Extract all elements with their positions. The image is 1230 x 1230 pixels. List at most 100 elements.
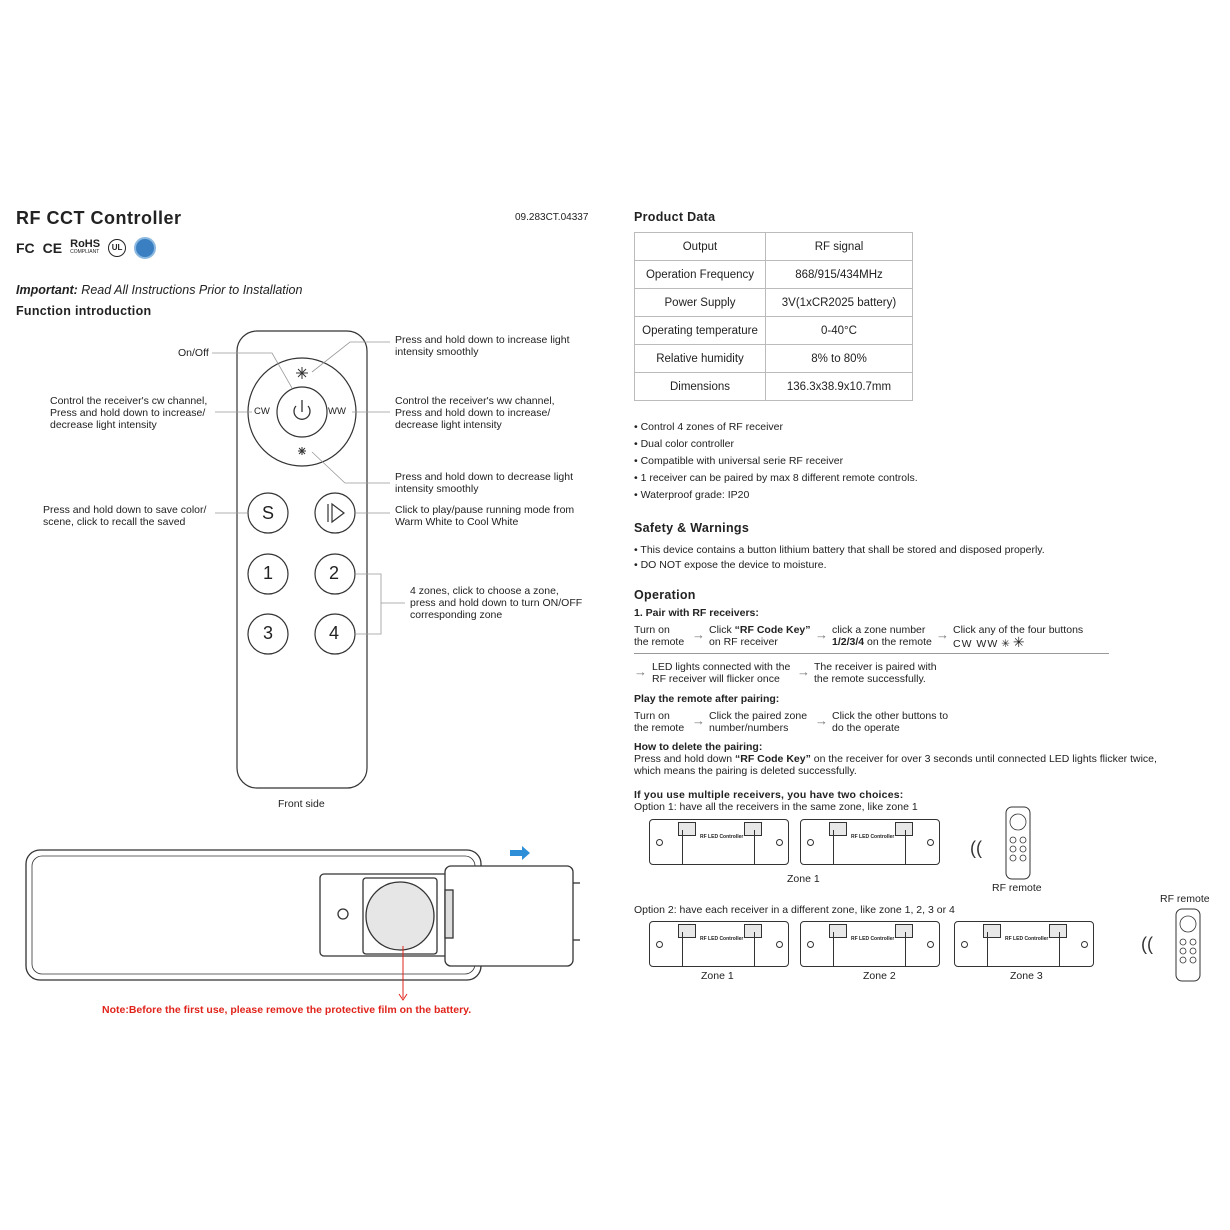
power-icon — [293, 400, 311, 420]
battery-cover — [444, 865, 574, 967]
slide-arrow-icon — [510, 846, 530, 860]
important-note: Important: Read All Instructions Prior t… — [16, 283, 303, 297]
zone1-button — [247, 553, 289, 595]
divider — [634, 653, 1109, 654]
ww-button-label: WW — [328, 406, 346, 417]
list-item: Compatible with universal serie RF recei… — [634, 453, 918, 470]
play-step-3: Click the other buttons to do the operat… — [832, 710, 949, 734]
safety-title: Safety & Warnings — [634, 521, 750, 535]
callout-scene: Press and hold down to save color/ scene… — [43, 504, 207, 528]
list-item: 1 receiver can be paired by max 8 differ… — [634, 470, 918, 487]
list-item: This device contains a button lithium ba… — [634, 543, 1044, 558]
brightness-down-icon: ✳ — [1001, 638, 1010, 650]
arrow-icon: → — [692, 627, 705, 642]
arrow-icon: → — [936, 627, 949, 642]
multi-title: If you use multiple receivers, you have … — [634, 789, 904, 801]
pair-step-2: Click “RF Code Key”on RF receiver — [709, 624, 811, 648]
callout-increase: Press and hold down to increase light in… — [395, 334, 570, 358]
pair-step-4: Click any of the four buttons CW WW ✳ ✳ — [953, 624, 1084, 650]
list-item: Waterproof grade: IP20 — [634, 487, 918, 504]
list-item: Control 4 zones of RF receiver — [634, 419, 918, 436]
list-item: Dual color controller — [634, 436, 918, 453]
feature-list: Control 4 zones of RF receiver Dual colo… — [634, 419, 918, 504]
arrow-icon: → — [692, 713, 705, 728]
operation-title: Operation — [634, 588, 696, 602]
delete-text: Press and hold down “RF Code Key” on the… — [634, 753, 1157, 777]
cert-row: FC CE RoHS COMPLIANT UL — [16, 237, 157, 259]
zone2-label: 2 — [329, 563, 340, 583]
arrow-icon: → — [815, 713, 828, 728]
callout-ww: Control the receiver's ww channel, Press… — [395, 395, 555, 431]
callout-decrease: Press and hold down to decrease light in… — [395, 471, 574, 495]
rf-remote-label: RF remote — [992, 882, 1042, 894]
zone3-button — [247, 613, 289, 655]
function-title: Function introduction — [16, 304, 152, 318]
callout-cw: Control the receiver's cw channel, Press… — [50, 395, 208, 431]
play-button — [314, 492, 356, 534]
play-pause-icon — [327, 502, 345, 524]
rf-remote-icon — [1005, 806, 1031, 880]
receiver-device: RF LED Controller — [800, 819, 940, 865]
zone3-caption: Zone 3 — [1010, 970, 1043, 982]
play-step-2: Click the paired zone number/numbers — [709, 710, 808, 734]
zone3-label: 3 — [263, 623, 274, 643]
zone2-caption: Zone 2 — [863, 970, 896, 982]
callout-onoff: On/Off — [178, 347, 209, 359]
rf-remote-icon — [1175, 908, 1201, 982]
zone1-caption: Zone 1 — [787, 873, 820, 885]
rf-remote-label-2: RF remote — [1160, 893, 1210, 905]
option1-text: Option 1: have all the receivers in the … — [634, 801, 918, 813]
receiver-device: RF LED Controller — [649, 819, 789, 865]
option2-text: Option 2: have each receiver in a differ… — [634, 904, 955, 916]
pair-step-1: Turn on the remote — [634, 624, 685, 648]
signal-icon: (( — [1141, 934, 1153, 954]
product-code: 09.283CT.04337 — [515, 212, 589, 223]
pair-step-5: LED lights connected with the RF receive… — [652, 661, 791, 685]
ul-logo: UL — [108, 239, 127, 257]
power-button — [276, 386, 328, 438]
fc-logo: FC — [16, 240, 35, 256]
play-step-1: Turn on the remote — [634, 710, 685, 734]
brightness-up-icon — [296, 367, 308, 379]
battery-diagram — [25, 846, 580, 1001]
callout-lines — [212, 341, 405, 635]
cert-badge-icon — [134, 237, 157, 259]
battery-note: Note:Before the first use, please remove… — [102, 1004, 472, 1016]
arrow-icon: → — [797, 664, 810, 679]
signal-icon: (( — [970, 838, 982, 858]
delete-title: How to delete the pairing: — [634, 741, 763, 753]
pair-step-6: The receiver is paired with the remote s… — [814, 661, 937, 685]
remote-body — [236, 330, 368, 789]
product-data-title: Product Data — [634, 210, 716, 224]
remote-diagram — [212, 330, 405, 789]
zone1-caption-2: Zone 1 — [701, 970, 734, 982]
play-title: Play the remote after pairing: — [634, 693, 780, 705]
safety-list: This device contains a button lithium ba… — [634, 543, 1045, 573]
arrow-icon: → — [634, 664, 647, 679]
list-item: DO NOT expose the device to moisture. — [634, 558, 1045, 573]
receiver-device: RF LED Controller — [649, 921, 789, 967]
callout-zones: 4 zones, click to choose a zone, press a… — [410, 585, 583, 621]
callout-play: Click to play/pause running mode from Wa… — [395, 504, 575, 528]
rohs-logo: RoHS COMPLIANT — [70, 238, 101, 256]
page-title: RF CCT Controller — [16, 208, 182, 228]
cw-button-label: CW — [254, 406, 270, 417]
pair-title: 1. Pair with RF receivers: — [634, 607, 759, 619]
zone4-label: 4 — [329, 623, 340, 643]
brightness-down-icon — [298, 447, 306, 455]
receiver-device: RF LED Controller — [954, 921, 1094, 967]
brightness-up-icon: ✳ — [1012, 634, 1025, 650]
s-button-label: S — [262, 503, 275, 523]
front-side-label: Front side — [278, 798, 325, 810]
battery-icon — [365, 881, 435, 951]
arrow-icon: → — [815, 627, 828, 642]
zone1-label: 1 — [263, 563, 274, 583]
